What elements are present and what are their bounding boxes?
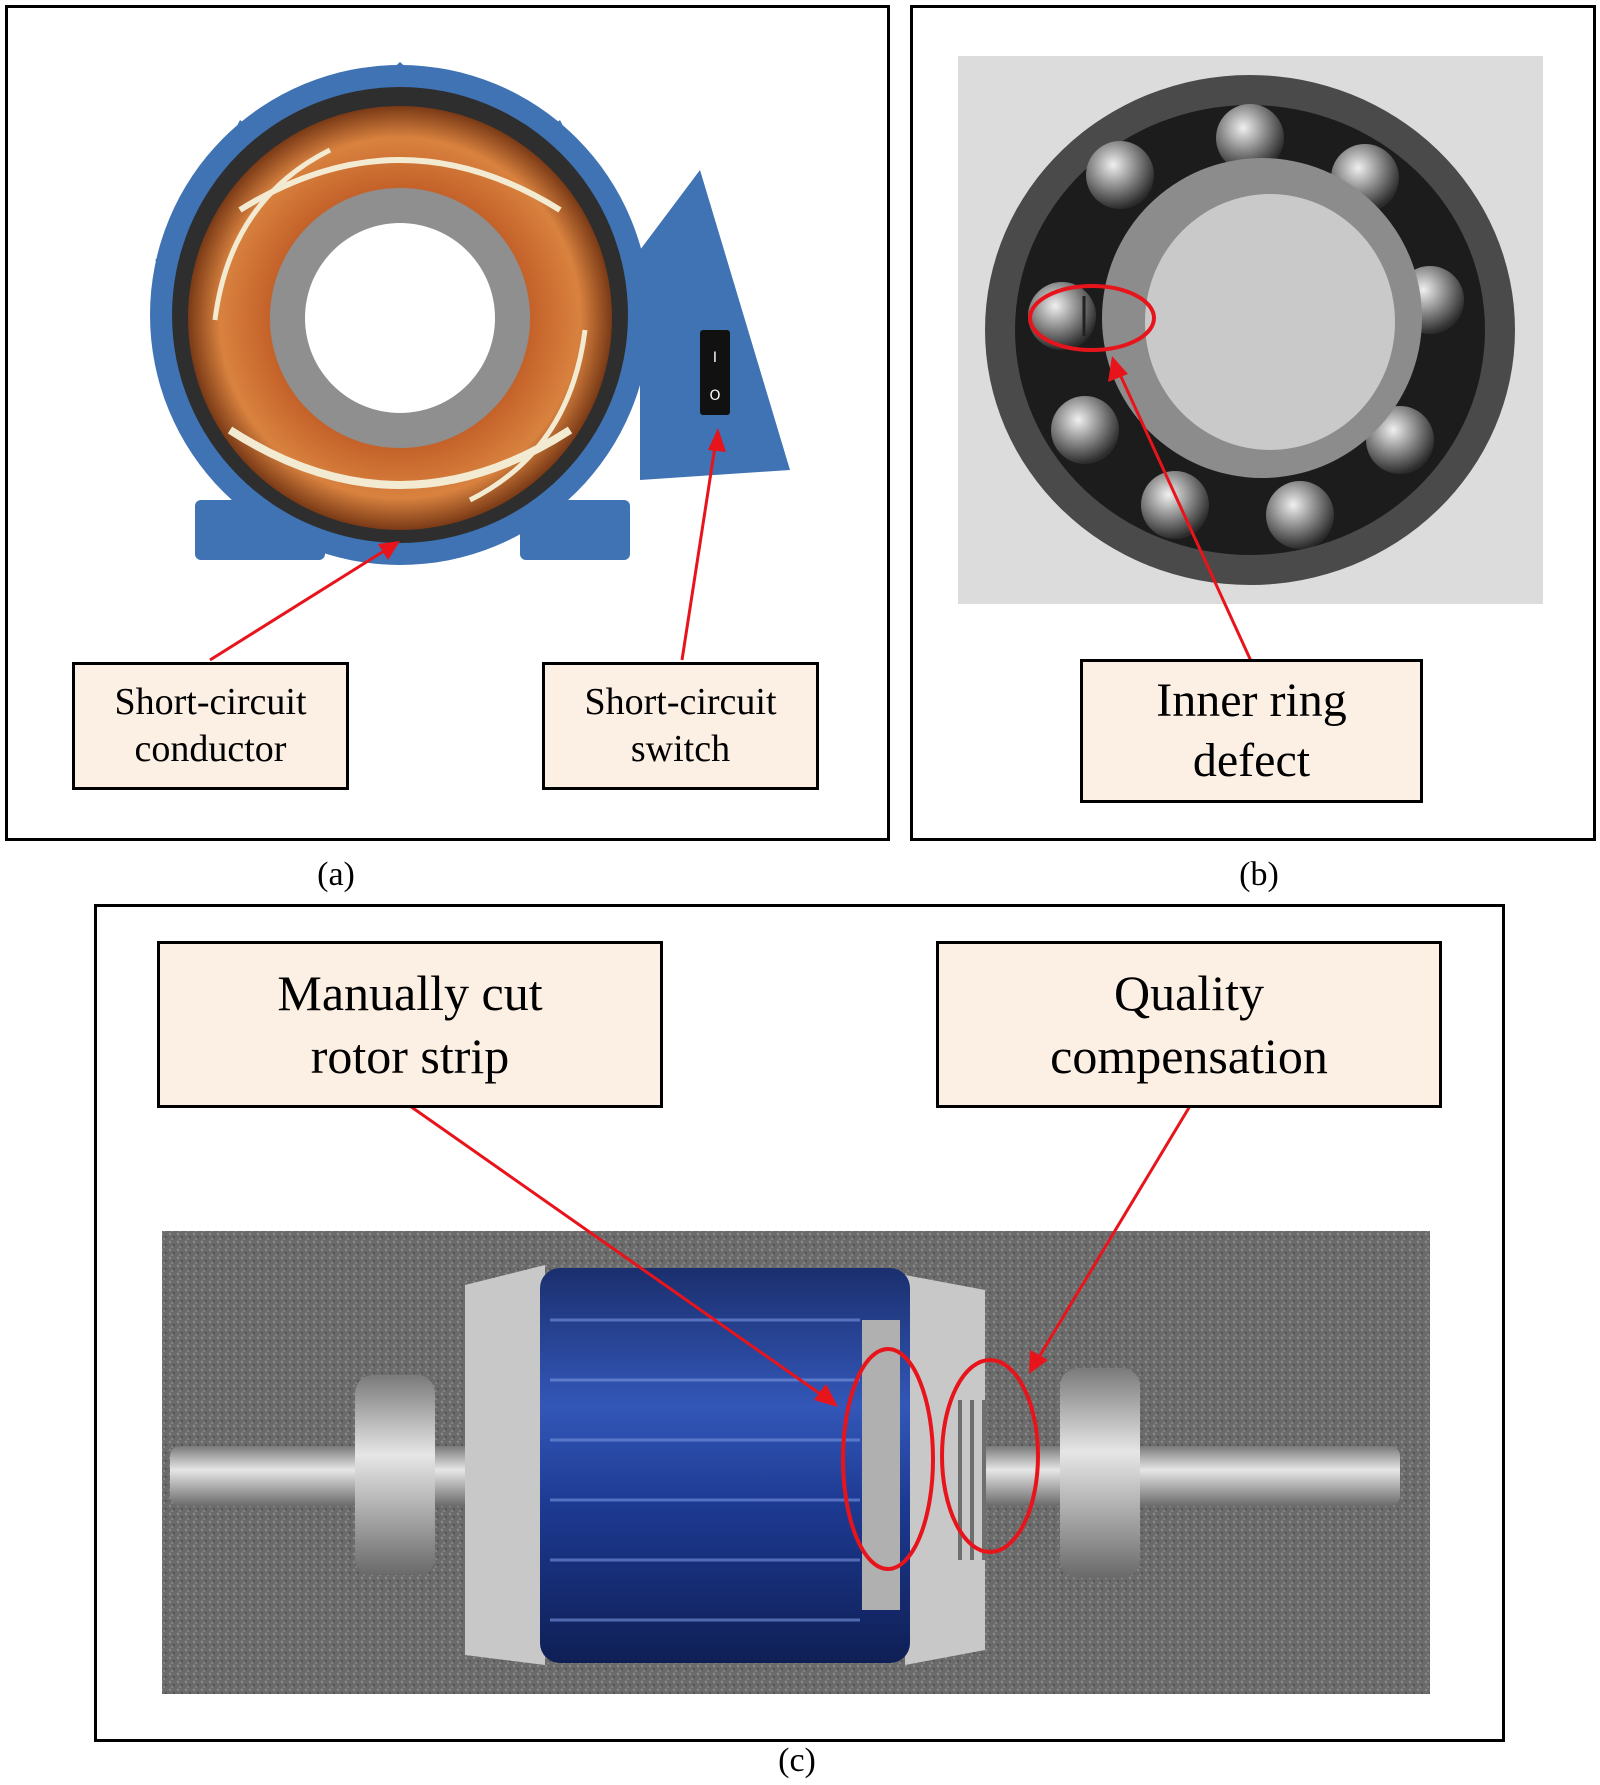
arrowhead-cut [814, 1384, 838, 1407]
rotor-bearing-left [355, 1375, 435, 1575]
defect-circle [1028, 284, 1156, 352]
bearing-balls [1028, 104, 1464, 549]
label-inner-ring-defect: Inner ring defect [1080, 659, 1423, 803]
end-ring-left [465, 1265, 545, 1665]
switch-body [700, 330, 730, 415]
cut-strip-circle [841, 1347, 935, 1571]
stator-photo [150, 62, 790, 565]
label-quality-compensation: Quality compensation [936, 941, 1442, 1108]
caption-a: (a) [317, 856, 355, 893]
arrowhead-defect [1108, 356, 1128, 382]
caption-b: (b) [1239, 856, 1279, 893]
label-short-circuit-conductor: Short-circuit conductor [72, 662, 349, 790]
rotor-bearing-right [1060, 1368, 1140, 1578]
arrowhead-switch [708, 428, 726, 452]
switch-mark-off: O [709, 388, 720, 404]
compensation-circle [940, 1358, 1040, 1554]
arrow-conductor [209, 544, 393, 662]
rotor-core [540, 1268, 910, 1663]
label-manually-cut-rotor-strip: Manually cut rotor strip [157, 941, 663, 1108]
arrowhead-conductor [378, 541, 400, 560]
bearing-photo [985, 75, 1515, 585]
switch-housing [640, 170, 790, 480]
arrow-switch [680, 439, 718, 661]
caption-c: (c) [778, 1742, 816, 1779]
arrow-quality [1034, 1105, 1192, 1363]
stator-bore [305, 223, 495, 413]
bearing-bore [1145, 194, 1395, 450]
arrow-defect [1116, 369, 1253, 662]
arrow-cut [409, 1104, 827, 1400]
label-short-circuit-switch: Short-circuit switch [542, 662, 819, 790]
arrowhead-quality [1029, 1350, 1048, 1374]
rotor-photo [170, 1265, 1400, 1665]
switch-mark-on: I [713, 350, 717, 366]
cut-strip-region [862, 1320, 900, 1610]
